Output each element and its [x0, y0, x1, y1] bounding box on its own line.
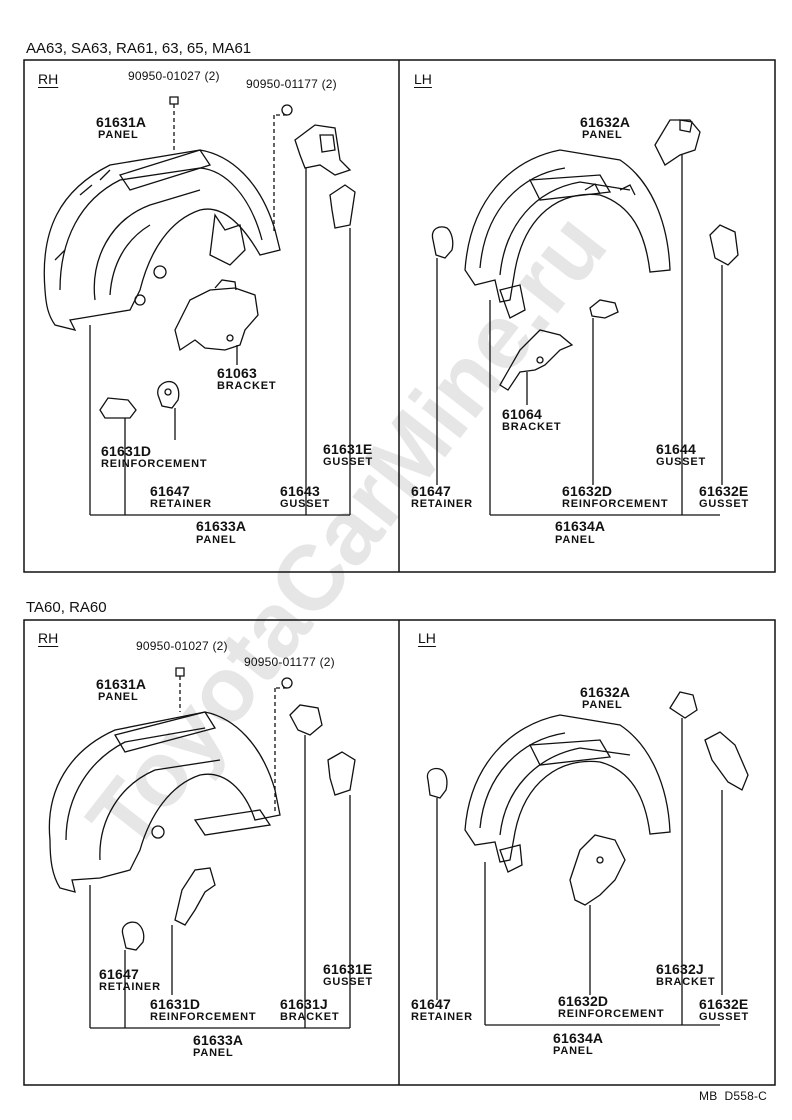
part-61631D-number-2: 61631D [150, 996, 201, 1012]
lh1-leader-lines [436, 155, 723, 516]
diagram-reference-code: MB D558-C [699, 1089, 768, 1103]
part-61631E-caption: GUSSET [323, 456, 374, 468]
lh2-leader-lines [436, 718, 723, 1026]
lh2-gusset-61632A-drawing [669, 691, 698, 719]
part-61634A-caption: PANEL [555, 534, 596, 546]
part-61633A-number-2: 61633A [193, 1032, 244, 1048]
part-61634A-number: 61634A [555, 518, 606, 534]
part-61632E-number: 61632E [699, 483, 749, 499]
part-61631A-caption-2: PANEL [98, 691, 139, 703]
rh2-reinforcement-drawing [174, 867, 216, 926]
part-61063-number: 61063 [217, 365, 257, 381]
lh1-retainer-drawing [431, 226, 454, 259]
part-61634A-caption-2: PANEL [553, 1045, 594, 1057]
part-61632D-number-2: 61632D [558, 993, 609, 1009]
lh1-wheel-housing-drawing [464, 149, 671, 319]
lh2-gusset-61632E-drawing [704, 731, 749, 791]
part-61631A-number-2: 61631A [96, 676, 147, 692]
part-61632E-number-2: 61632E [699, 996, 749, 1012]
section-1-rh-label: RH [38, 71, 59, 87]
section-1-lh-label: LH [414, 71, 432, 87]
part-61631D-caption: REINFORCEMENT [101, 458, 208, 470]
rh2-bolt-icons [175, 667, 293, 812]
part-61647-lh-caption: RETAINER [411, 498, 473, 510]
rh1-bracket-61063-drawing [174, 279, 259, 352]
part-61633A-number: 61633A [196, 518, 247, 534]
section-2-rh-label: RH [38, 630, 59, 646]
lh2-retainer-drawing [426, 767, 448, 799]
part-61631D-number: 61631D [101, 443, 152, 459]
part-61631E-number-2: 61631E [323, 961, 373, 977]
rh1-wheel-housing-drawing [43, 149, 281, 331]
part-61644-number: 61644 [656, 441, 696, 457]
section-2-model-title: TA60, RA60 [26, 599, 107, 616]
lh2-reinforcement-drawing [569, 834, 626, 906]
part-61647-lh-number-2: 61647 [411, 996, 451, 1012]
rh2-leader-lines [89, 735, 351, 1029]
part-61631E-number: 61631E [323, 441, 373, 457]
part-61647-rh-caption-2: RETAINER [99, 981, 161, 993]
part-61647-rh-number: 61647 [150, 483, 190, 499]
bolt-90950-01177-label: 90950-01177 (2) [246, 77, 337, 91]
rh2-bracket-61631J-drawing [289, 704, 323, 736]
lh2-wheel-housing-drawing [464, 714, 671, 873]
part-61631D-caption-2: REINFORCEMENT [150, 1011, 257, 1023]
part-61064-number: 61064 [502, 406, 542, 422]
part-61632D-caption: REINFORCEMENT [562, 498, 669, 510]
part-61632D-number: 61632D [562, 483, 613, 499]
part-61643-number: 61643 [280, 483, 320, 499]
part-61632A-number: 61632A [580, 114, 631, 130]
part-61063-caption: BRACKET [217, 380, 277, 392]
part-61647-rh-caption: RETAINER [150, 498, 212, 510]
part-61631A-number: 61631A [96, 114, 147, 130]
bolt-90950-01027-label-2: 90950-01027 (2) [136, 639, 228, 653]
section-2-lh-label: LH [418, 630, 436, 646]
part-61632A-number-2: 61632A [580, 684, 631, 700]
part-61633A-caption-2: PANEL [193, 1047, 234, 1059]
rh1-retainer-drawing [157, 380, 180, 409]
part-61631E-caption-2: GUSSET [323, 976, 374, 988]
part-61632E-caption: GUSSET [699, 498, 750, 510]
lh1-reinforcement-drawing [589, 299, 619, 319]
rh1-reinforcement-drawing [99, 397, 137, 419]
part-61632A-caption-2: PANEL [582, 699, 623, 711]
section-1-model-title: AA63, SA63, RA61, 63, 65, MA61 [26, 40, 252, 57]
bolt-90950-01027-label: 90950-01027 (2) [128, 69, 220, 83]
part-61064-caption: BRACKET [502, 421, 562, 433]
part-61632A-caption: PANEL [582, 129, 623, 141]
bolt-90950-01177-label-2: 90950-01177 (2) [244, 655, 335, 669]
rh2-gusset-61631E-drawing [327, 751, 356, 796]
part-61647-lh-caption-2: RETAINER [411, 1011, 473, 1023]
part-61644-caption: GUSSET [656, 456, 707, 468]
part-61633A-caption: PANEL [196, 534, 237, 546]
part-61632J-number: 61632J [656, 961, 704, 977]
part-61631A-caption: PANEL [98, 129, 139, 141]
rh1-leader-lines [89, 168, 351, 516]
rh1-bolt-icons [169, 96, 293, 232]
rh1-gusset-61631E-drawing [329, 184, 356, 229]
part-61632D-caption-2: REINFORCEMENT [558, 1008, 665, 1020]
part-61647-lh-number: 61647 [411, 483, 451, 499]
part-61647-rh-number-2: 61647 [99, 966, 139, 982]
part-61632E-caption-2: GUSSET [699, 1011, 750, 1023]
part-61632J-caption: BRACKET [656, 976, 716, 988]
lh1-gusset-61632A-drawing [654, 119, 701, 166]
rh2-retainer-drawing [121, 921, 145, 951]
part-61634A-number-2: 61634A [553, 1030, 604, 1046]
lh1-bracket-61064-drawing [499, 329, 574, 391]
part-61643-caption: GUSSET [280, 498, 331, 510]
rh2-wheel-housing-drawing [48, 711, 281, 893]
part-61631J-caption: BRACKET [280, 1011, 340, 1023]
lh1-gusset-61632E-drawing [709, 224, 739, 266]
rh1-gusset-61643-drawing [294, 124, 352, 176]
part-61631J-number: 61631J [280, 996, 328, 1012]
